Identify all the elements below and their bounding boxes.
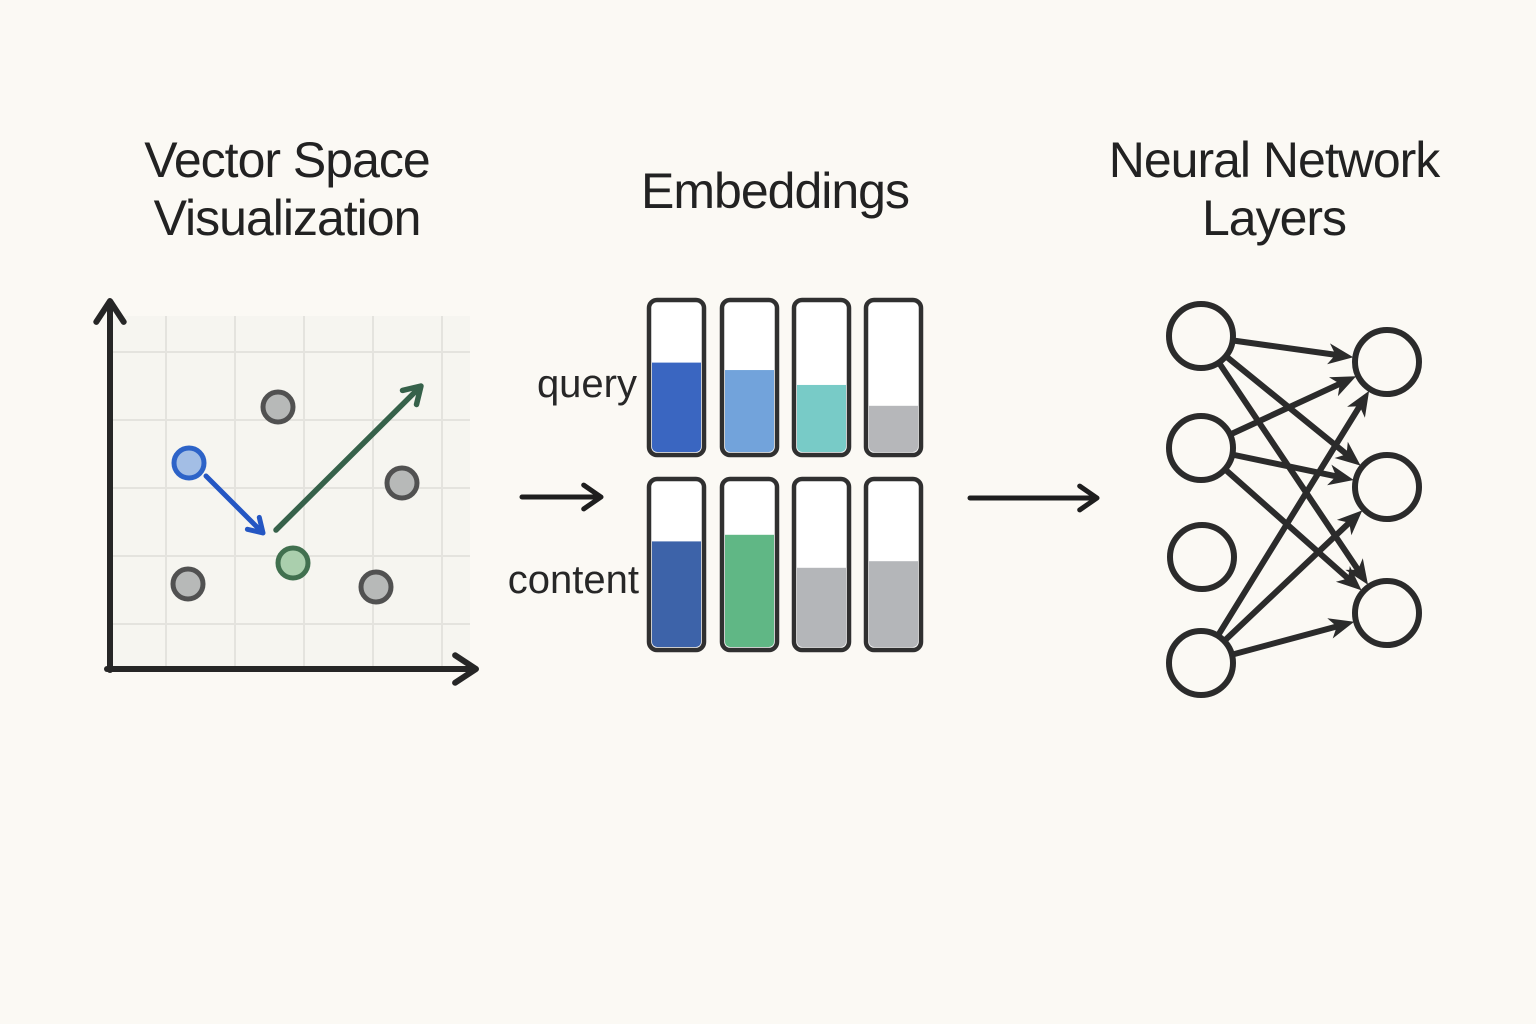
vector-space-title: Vector Space Visualization [62,131,512,247]
bar-fill [869,561,918,647]
bar-border [791,297,852,458]
bar-border [791,476,852,653]
flow-arrow-plot-to-embeddings [519,482,604,512]
network-edge-4-1 [1198,390,1370,666]
bar-fill [869,405,918,452]
arrowhead-chevron [452,652,479,686]
embedding-row-content [646,476,924,653]
bar-border [646,476,707,653]
neural-network-title: Neural Network Layers [1049,131,1499,247]
edge-arrowhead [1327,618,1355,639]
embedding-bar-content-1 [646,476,707,653]
neural-network-diagram [1166,301,1422,698]
embedding-bar-content-3 [791,476,852,653]
bar-fill [725,534,774,647]
data-point-content [275,545,311,581]
edge-arrowhead [1345,558,1368,585]
arrowhead-chevron [581,482,604,512]
arrowhead-chevron [93,298,127,325]
embedding-bar-content-2 [719,476,780,653]
network-input-node-1 [1166,301,1236,371]
query-row-label: query [536,362,637,406]
edge-arrowhead [1336,510,1363,536]
arrowhead-chevron [244,514,266,536]
bar-border [646,297,707,458]
embeddings-title: Embeddings [641,163,910,219]
edge-arrowhead [1327,343,1354,365]
bar-border [719,476,780,653]
embedding-bar-query-3 [791,297,852,458]
embeddings-bars [646,297,924,653]
data-point-gray-4 [358,569,394,605]
data-point-gray-2 [384,465,420,501]
data-point-gray-1 [260,389,296,425]
edge-arrowhead [1329,376,1357,397]
arrowhead-chevron [1077,483,1100,513]
data-point-gray-3 [170,566,206,602]
bar-fill [725,370,774,452]
content-row-label: content [507,558,639,602]
neural-network-title-line1: Neural Network [1108,132,1441,188]
network-input-node-4 [1166,628,1236,698]
flow-arrow-embeddings-to-network [967,483,1100,513]
embedding-bar-query-2 [719,297,780,458]
embedding-row-query [646,297,924,458]
bar-fill [797,384,846,452]
edge-arrowhead [1347,390,1370,418]
bar-border [863,297,924,458]
edge-arrowhead [1334,441,1361,466]
data-point-query [171,445,207,481]
bar-fill [652,362,701,452]
embedding-bar-query-1 [646,297,707,458]
bar-border [719,297,780,458]
x-axis [104,652,479,686]
query-vector-arrow [203,473,266,536]
embedding-bar-content-4 [863,476,924,653]
vector-space-plot [93,298,479,686]
y-axis [93,298,127,673]
bar-border [863,476,924,653]
network-output-node-2 [1352,452,1422,522]
embedding-bar-query-4 [863,297,924,458]
plot-grid [112,316,470,666]
edge-arrowhead [1335,566,1362,591]
neural-network-title-line2: Layers [1201,190,1347,246]
similarity-vector-arrow [273,383,424,533]
arrowhead-chevron [399,383,424,408]
edge-arrowhead [1327,464,1354,486]
bar-fill [652,541,701,647]
network-output-node-1 [1352,327,1422,397]
network-input-node-2 [1166,413,1236,483]
network-input-node-3 [1167,522,1237,592]
bar-fill [797,567,846,647]
vector-space-title-line1: Vector Space [144,132,430,188]
network-output-node-3 [1352,578,1422,648]
vector-space-title-line2: Visualization [153,190,422,246]
